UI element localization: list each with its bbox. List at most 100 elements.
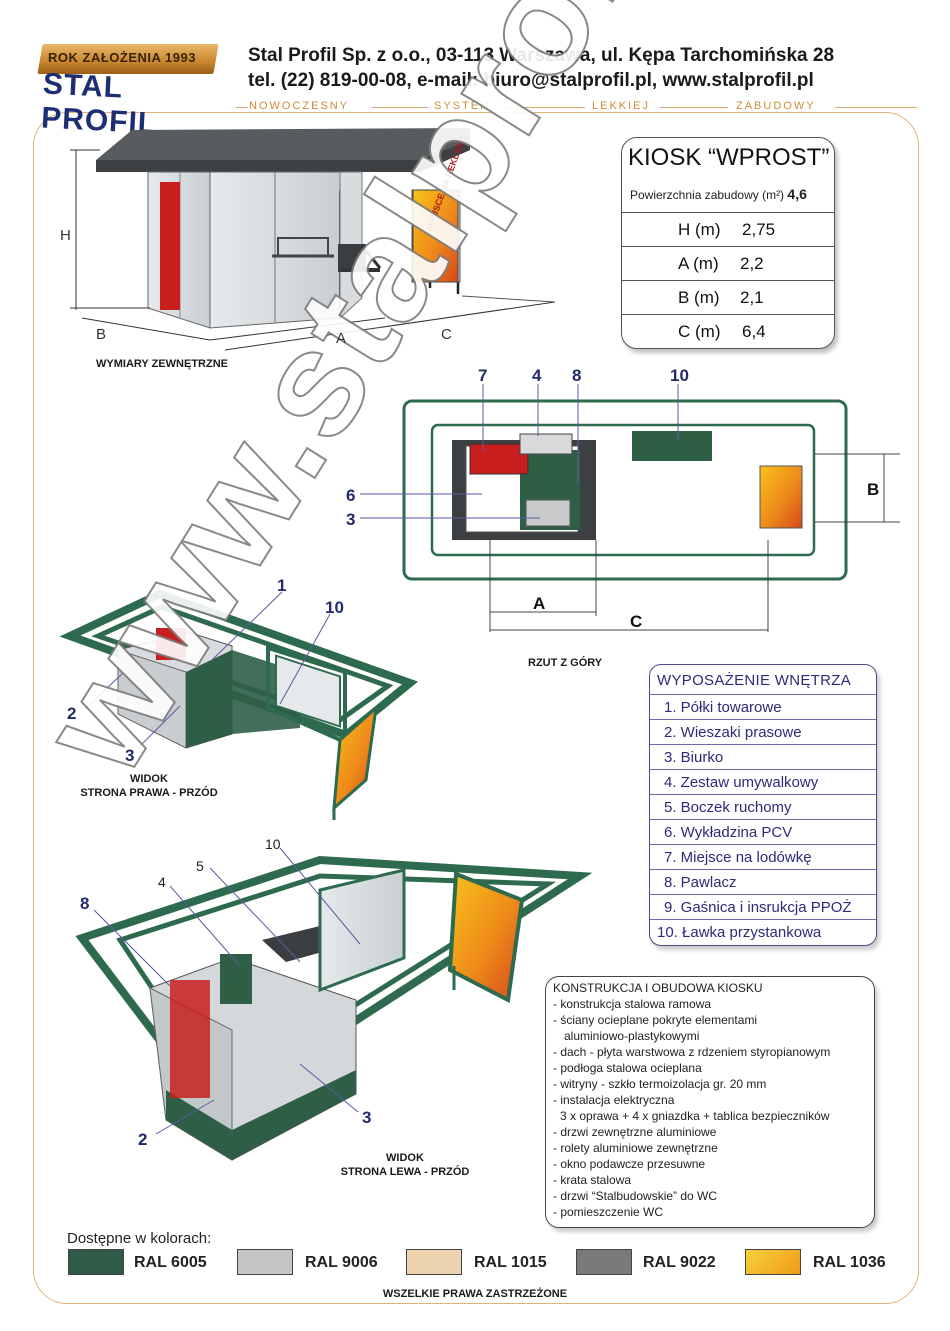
spec-row: C (m) 6,4 — [622, 314, 834, 348]
list-item: 4. Zestaw umywalkowy — [650, 769, 876, 795]
tagline-word-2: SYSTEM — [434, 100, 492, 112]
color-swatch — [237, 1249, 293, 1275]
equipment-item-label: 2. Wieszaki prasowe — [664, 724, 802, 741]
callout-right-10: 10 — [325, 598, 344, 617]
tagline-rule — [372, 107, 428, 108]
construction-line: - ściany ocieplane pokryte elementami — [553, 1013, 758, 1027]
dim-label-top-c: C — [630, 612, 643, 631]
list-item: 5. Boczek ruchomy — [650, 794, 876, 820]
caption-left-view-2: STRONA LEWA - PRZÓD — [340, 1166, 470, 1178]
construction-line: - pomieszczenie WC — [553, 1205, 664, 1219]
construction-list: KONSTRUKCJA I OBUDOWA KIOSKU - konstrukc… — [545, 976, 875, 1228]
dim-label-a: A — [336, 330, 347, 347]
top-view-drawing — [360, 384, 900, 632]
list-item: 2. Wieszaki prasowe — [650, 719, 876, 745]
construction-line: - instalacja elektryczna — [553, 1093, 675, 1107]
construction-line: 3 x oprawa + 4 x gniazdka + tablica bezp… — [560, 1109, 830, 1123]
equipment-title: WYPOSAŻENIE WNĘTRZA — [657, 672, 852, 689]
company-address: Stal Profil Sp. z o.o., 03-113 Warszawa,… — [248, 45, 835, 66]
construction-line: - dach - płyta warstwowa z rdzeniem styr… — [553, 1045, 831, 1059]
kiosk-perspective-drawing — [70, 128, 556, 351]
spec-row-label: C (m) — [678, 322, 721, 341]
caption-right-view-1: WIDOK — [130, 773, 168, 785]
tagline-rule — [236, 107, 248, 108]
color-swatch-label: RAL 9022 — [643, 1254, 716, 1271]
callout-top-6: 6 — [346, 486, 356, 505]
equipment-item-label: 6. Wykładzina PCV — [664, 824, 793, 841]
construction-line: aluminiowo-plastykowymi — [564, 1029, 700, 1043]
dim-label-c: C — [441, 326, 452, 343]
construction-line: - podłoga stalowa ocieplana — [553, 1061, 702, 1075]
list-item: 1. Półki towarowe — [650, 694, 876, 720]
equipment-item-label: 1. Półki towarowe — [664, 699, 782, 716]
color-swatch-label: RAL 1015 — [474, 1254, 547, 1271]
color-swatch — [68, 1249, 124, 1275]
construction-line: - drzwi “Stalbudowskie” do WC — [553, 1189, 718, 1203]
equipment-list: WYPOSAŻENIE WNĘTRZA 1. Półki towarowe 2.… — [649, 664, 877, 946]
equipment-item-label: 7. Miejsce na lodówkę — [664, 849, 812, 866]
construction-line: - drzwi zewnętrzne aluminiowe — [553, 1125, 717, 1139]
logo-year: ROK ZAŁOŻENIA 1993 — [48, 50, 196, 65]
spec-table: KIOSK “WPROST” Powierzchnia zabudowy (m²… — [621, 137, 835, 349]
tagline-word-4: ZABUDOWY — [736, 100, 816, 112]
caption-external-dims: WYMIARY ZEWNĘTRZNE — [96, 358, 228, 370]
callout-top-3: 3 — [346, 510, 356, 529]
color-swatch — [745, 1249, 801, 1275]
equipment-item-label: 8. Pawlacz — [664, 874, 737, 891]
equipment-item-label: 4. Zestaw umywalkowy — [664, 774, 819, 791]
fridge-brand: Coca-Cola — [131, 185, 143, 240]
construction-line: - witryny - szkło termoizolacja gr. 20 m… — [553, 1077, 767, 1091]
right-front-view-drawing — [59, 589, 419, 820]
callout-left-2: 2 — [138, 1130, 148, 1149]
tagline-rule — [660, 107, 728, 108]
construction-line: - krata stalowa — [553, 1173, 632, 1187]
callout-left-10: 10 — [265, 836, 281, 852]
company-contact: tel. (22) 819-00-08, e-mail: biuro@stalp… — [248, 70, 814, 91]
spec-row-value: 2,2 — [740, 254, 764, 273]
caption-top-view: RZUT Z GÓRY — [528, 657, 603, 669]
callout-top-7: 7 — [478, 366, 488, 385]
callout-top-10: 10 — [670, 366, 689, 385]
spec-area: Powierzchnia zabudowy (m²) 4,6 — [630, 186, 807, 202]
left-front-view-drawing — [75, 847, 593, 1161]
dim-label-h: H — [60, 227, 71, 244]
page-frame — [33, 112, 919, 1304]
company-logo: ROK ZAŁOŻENIA 1993 STAL PROFIL — [36, 40, 219, 140]
tagline-rule — [505, 107, 585, 108]
list-item: 3. Biurko — [650, 744, 876, 770]
equipment-item-label: 10. Ławka przystankowa — [657, 924, 822, 941]
spec-row-value: 6,4 — [742, 322, 766, 341]
construction-line: - rolety aluminiowe zewnętrzne — [553, 1141, 718, 1155]
tagline-word-1: NOWOCZESNY — [249, 100, 350, 112]
callout-top-4: 4 — [532, 366, 542, 385]
color-swatch-label: RAL 9006 — [305, 1254, 378, 1271]
spec-row: A (m) 2,2 — [622, 246, 834, 281]
callout-right-3: 3 — [125, 746, 135, 765]
spec-row-label: H (m) — [678, 220, 721, 239]
dim-label-top-b: B — [867, 480, 880, 499]
list-item: 8. Pawlacz — [650, 869, 876, 895]
callout-top-8: 8 — [572, 366, 582, 385]
list-item: 10. Ławka przystankowa — [650, 919, 876, 945]
spec-row-value: 2,1 — [740, 288, 764, 307]
color-swatch — [406, 1249, 462, 1275]
dim-label-b: B — [96, 326, 107, 343]
caption-left-view-1: WIDOK — [386, 1152, 424, 1164]
equipment-item-label: 9. Gaśnica i insrukcja PPOŻ — [664, 899, 852, 916]
list-item: 7. Miejsce na lodówkę — [650, 844, 876, 870]
spec-row-label: B (m) — [678, 288, 720, 307]
spec-area-label: Powierzchnia zabudowy (m²) — [630, 188, 785, 202]
spec-title: KIOSK “WPROST” — [628, 144, 830, 171]
spec-row-value: 2,75 — [742, 220, 776, 239]
footer-text: WSZELKIE PRAWA ZASTRZEŻONE — [376, 1288, 574, 1300]
construction-title: KONSTRUKCJA I OBUDOWA KIOSKU — [553, 981, 763, 995]
caption-right-view-2: STRONA PRAWA - PRZÓD — [80, 787, 218, 799]
tagline-word-3: LEKKIEJ — [592, 100, 651, 112]
callout-left-5: 5 — [196, 858, 204, 874]
spec-row-label: A (m) — [678, 254, 719, 273]
construction-line: - okno podawcze przesuwne — [553, 1157, 706, 1171]
equipment-item-label: 3. Biurko — [664, 749, 724, 766]
dim-label-top-a: A — [533, 594, 546, 613]
spec-row: H (m) 2,75 — [622, 212, 834, 247]
